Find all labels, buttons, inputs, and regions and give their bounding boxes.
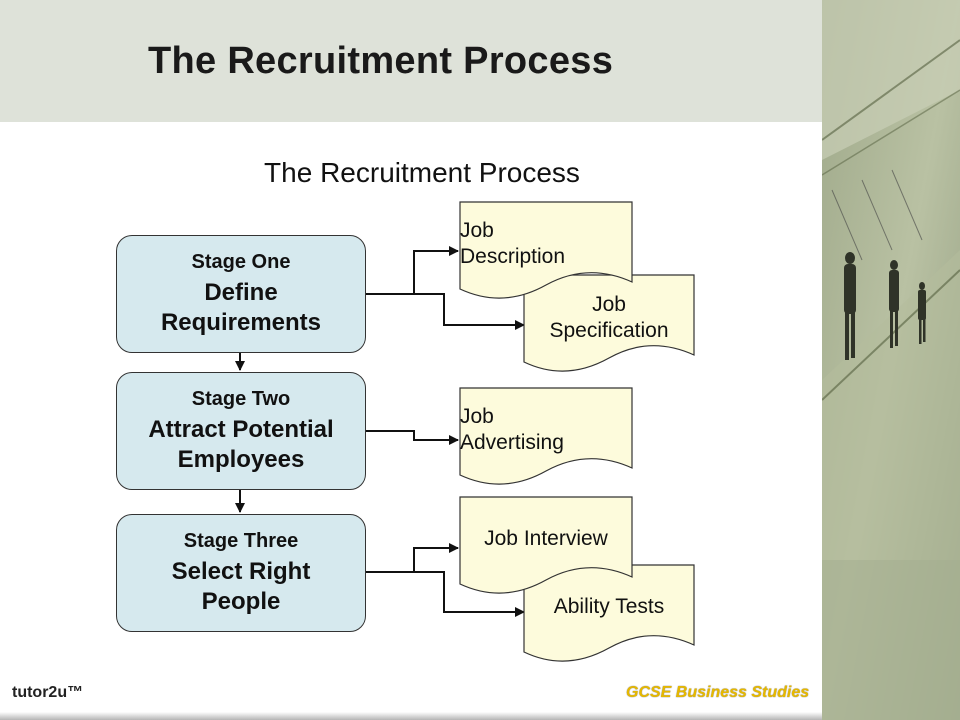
stage-number: Stage One <box>191 250 291 273</box>
stage-name-line2: Employees <box>177 445 305 473</box>
document-job-description: Job Description <box>460 218 632 270</box>
document-label-line1: Job <box>460 405 494 428</box>
side-artwork-image <box>822 0 960 720</box>
document-label-line1: Job <box>592 293 626 316</box>
stage-number: Stage Three <box>183 529 299 552</box>
stage-name-line2: Requirements <box>160 308 322 336</box>
document-job-interview: Job Interview <box>460 526 632 552</box>
stage-name-line1: Define <box>204 278 278 306</box>
document-job-advertising: Job Advertising <box>460 404 632 456</box>
slide-title: The Recruitment Process <box>148 40 614 82</box>
connector-stage1-job-specification <box>414 293 525 330</box>
document-shape-job-description <box>459 201 633 299</box>
footer-divider <box>0 712 822 720</box>
connector-stage1-job-description <box>366 246 459 295</box>
connector-stage3-ability-tests <box>414 571 525 617</box>
footer-subject: GCSE Business Studies <box>626 684 810 701</box>
document-shape-ability-tests <box>523 564 695 662</box>
stage-two-box: Stage Two Attract Potential Employees <box>116 372 366 490</box>
stage-three-box: Stage Three Select Right People <box>116 514 366 632</box>
document-label-line1: Job <box>460 219 494 242</box>
stage-number: Stage Two <box>191 387 291 410</box>
document-shape-job-advertising <box>459 387 633 485</box>
stage-name-line1: Select Right <box>171 557 311 585</box>
stage-name-line2: People <box>201 587 281 615</box>
document-shape-job-specification <box>523 274 695 372</box>
document-ability-tests: Ability Tests <box>524 594 694 620</box>
stage-one-box: Stage One Define Requirements <box>116 235 366 353</box>
document-label-line2: Advertising <box>460 431 564 454</box>
document-job-specification: Job Specification <box>524 292 694 344</box>
document-label-line1: Job Interview <box>484 527 608 550</box>
diagram-title: The Recruitment Process <box>264 157 580 188</box>
slide-header-band <box>0 0 822 122</box>
document-shape-job-interview <box>459 496 633 594</box>
connector-stage3-job-interview <box>366 543 459 573</box>
document-label-line2: Specification <box>549 319 669 342</box>
document-label-line1: Ability Tests <box>553 595 665 618</box>
document-label-line2: Description <box>460 245 566 268</box>
diagram-canvas <box>235 201 695 662</box>
footer-brand: tutor2u™ <box>12 684 84 701</box>
connector-stage2-job-advertising <box>366 430 459 445</box>
stage-name-line1: Attract Potential <box>148 415 334 443</box>
